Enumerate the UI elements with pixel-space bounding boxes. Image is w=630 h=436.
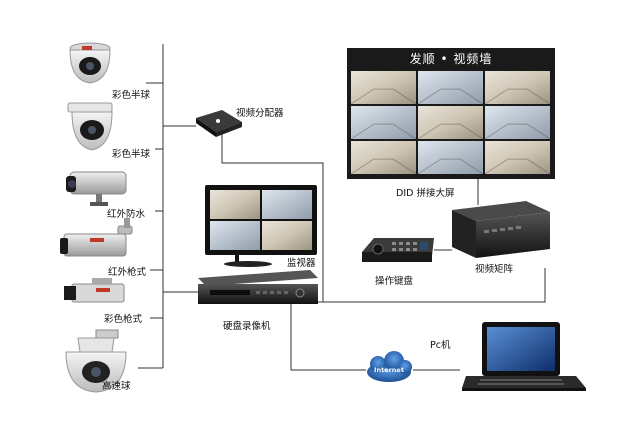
dvr-to-internet-line (290, 303, 366, 371)
video-wall-screen (485, 141, 550, 174)
video-wall-screen-scene (417, 158, 484, 175)
video-wall-screen-scene (484, 123, 551, 140)
matrix-label: 视频矩阵 (475, 264, 514, 275)
video-wall-screen (485, 71, 550, 104)
camera-label-dome-2: 彩色半球 (112, 149, 151, 160)
video-wall-screen (351, 71, 416, 104)
monitor-device (205, 185, 317, 267)
video-wall-screen (418, 71, 483, 104)
camera-bullet-box (60, 218, 133, 257)
internet-cloud: Internet (367, 351, 412, 382)
camera-label-color-box: 彩色枪式 (104, 314, 143, 325)
pc-label: Pc机 (430, 340, 451, 351)
video-wall-screen-scene (350, 123, 417, 140)
splitter-label: 视频分配器 (236, 108, 284, 119)
video-wall-screen-scene (417, 123, 484, 140)
camera-dome-1 (69, 42, 111, 84)
video-matrix-device (452, 201, 550, 258)
camera-speed-dome (65, 329, 127, 393)
camera-label-bullet-ir: 红外防水 (107, 209, 146, 220)
camera-label-bullet-box: 红外枪式 (108, 267, 147, 278)
video-wall-screen (351, 106, 416, 139)
video-wall-title: 发顺 • 视频墙 (409, 52, 493, 66)
connection-lines (138, 44, 546, 371)
camera-dome-2 (67, 102, 113, 151)
pc-laptop-device (462, 322, 586, 391)
video-wall-screen (418, 141, 483, 174)
camera-bullet-ir (66, 171, 127, 206)
dvr-label: 硬盘录像机 (223, 321, 271, 332)
splitter-to-matrix-line (221, 134, 324, 302)
video-wall-screen-scene (350, 158, 417, 175)
video-wall-screen-scene (417, 88, 484, 105)
camera-label-dome-1: 彩色半球 (112, 90, 151, 101)
monitor-label: 监视器 (287, 258, 316, 269)
video-wall-screen-scene (484, 88, 551, 105)
internet-label: Internet (374, 366, 404, 374)
control-keyboard-device (362, 238, 434, 262)
video-wall-screen (485, 106, 550, 139)
video-wall-screen (351, 141, 416, 174)
video-wall (347, 48, 555, 179)
camera-label-speed-dome: 高速球 (102, 381, 131, 392)
video-wall-screen-scene (484, 158, 551, 175)
keyboard-label: 操作键盘 (375, 276, 414, 287)
video-wall-screen (418, 106, 483, 139)
dvr-device (198, 270, 318, 304)
video-wall-caption: DID 拼接大屏 (396, 188, 455, 199)
video-splitter-device (196, 110, 242, 137)
camera-color-box (64, 278, 125, 303)
video-wall-screen-scene (350, 88, 417, 105)
dvr-to-matrix-line (316, 268, 546, 303)
